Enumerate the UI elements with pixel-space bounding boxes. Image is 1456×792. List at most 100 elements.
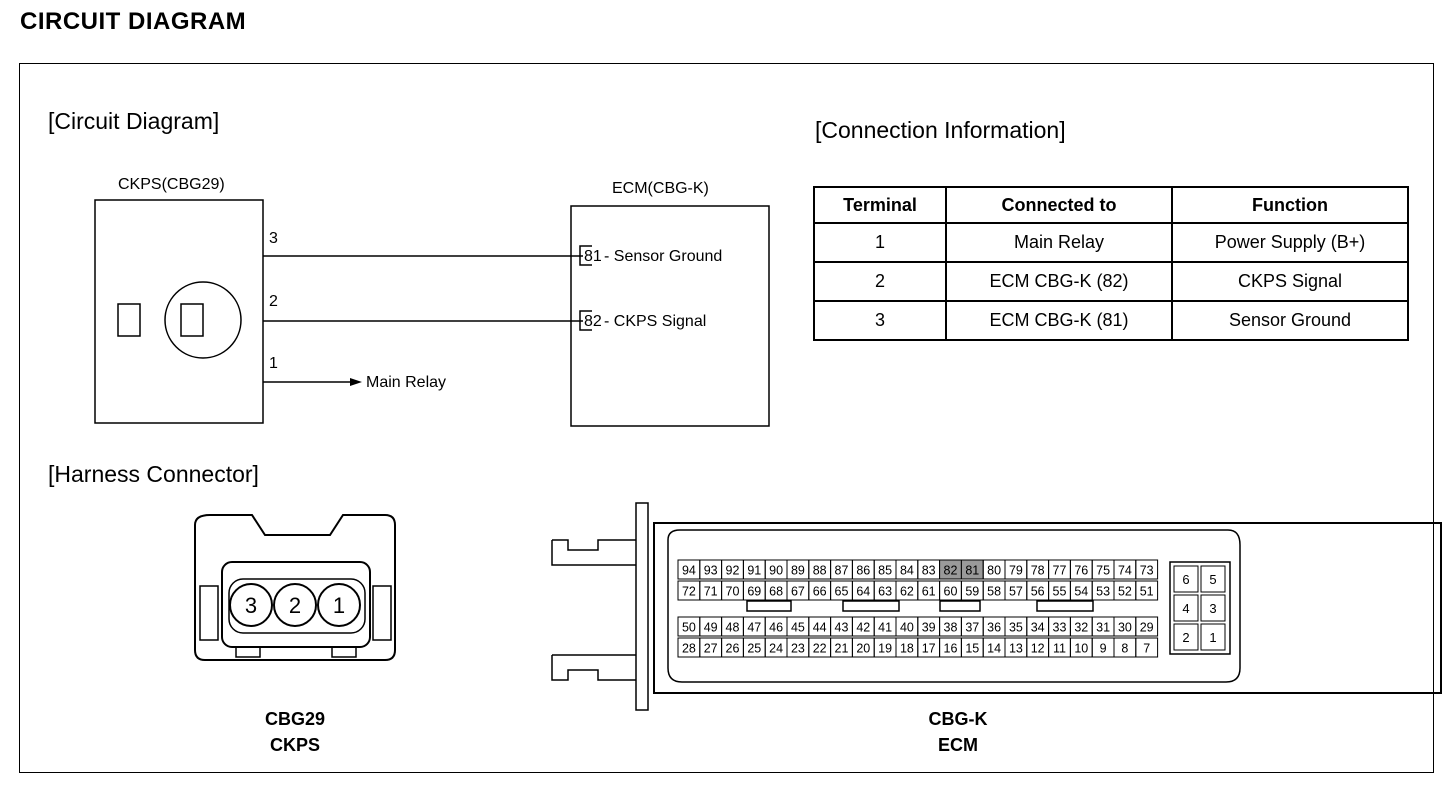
ecm-pin-label: 68 [769,585,783,599]
ckps-sensor-circle [164,281,242,359]
cell-connected-to: ECM CBG-K (81) [945,300,1173,341]
ecm-side-pin-label: 1 [1209,630,1216,645]
ecm-pin-label: 11 [1053,642,1066,656]
ecm-pin-label: 42 [856,621,870,635]
ecm-side-pin-cell [1173,594,1199,622]
ecm-pin-label: 90 [769,564,783,578]
ckps-box-label: CKPS(CBG29) [118,176,225,193]
ecm-pin-label: 76 [1074,564,1088,578]
ecm-side-pin-cell [1173,623,1199,651]
ecm-pin-label: 71 [704,585,718,599]
ecm-connector-caption-code: CBG-K [929,709,988,729]
ecm-pin-label: 30 [1118,621,1132,635]
ecm-pin-label: 93 [704,564,718,578]
ecm-pin-81-bracket [579,245,592,266]
ckps-harness-connector: 3 2 1 [194,514,396,661]
ecm-side-pin-label: 5 [1209,572,1216,587]
ckps-connector-caption-name: CKPS [270,735,320,755]
ecm-side-pin-cell [1200,565,1226,593]
ecm-box [570,205,770,427]
main-relay-arrow-icon [350,378,362,386]
ecm-pin-label: 74 [1118,564,1132,578]
ecm-pin-label: 84 [900,564,914,578]
ecm-pin-label: 63 [878,585,892,599]
ecm-pin-label: 17 [922,642,936,656]
header-terminal: Terminal [813,186,947,224]
ecm-pin-label: 31 [1096,621,1110,635]
ecm-side-pin-label: 4 [1182,601,1189,616]
ecm-pin-cell [1135,616,1159,637]
ecm-pin-label: 16 [944,642,958,656]
ecm-side-pin-label: 3 [1209,601,1216,616]
ecm-side-pin-cell [1200,594,1226,622]
ecm-pin-label: 20 [856,642,870,656]
ecm-pin-label: 67 [791,585,805,599]
ecm-pin-label: 13 [1009,642,1023,656]
circuit-diagram-heading: [Circuit Diagram] [48,108,220,134]
ecm-pin-label: 77 [1053,564,1067,578]
table-header-row: Terminal Connected to Function [813,186,1409,224]
ecm-pin-label: 44 [813,621,827,635]
ecm-side-pin-cell [1173,565,1199,593]
ecm-pin-label: 72 [682,585,696,599]
connection-table: Terminal Connected to Function 1 Main Re… [813,186,1409,341]
ckps-pin-3 [229,583,273,627]
ecm-side-pin-label: 6 [1182,572,1189,587]
ecm-pin-label: 70 [726,585,740,599]
cell-connected-to: ECM CBG-K (82) [945,261,1173,302]
ecm-pin-82-label: - CKPS Signal [604,313,706,330]
ecm-pin-label: 18 [900,642,914,656]
ecm-pin-label: 24 [769,642,783,656]
ecm-pin-label: 22 [813,642,827,656]
ecm-pin-label: 82 [944,564,958,578]
ecm-pin-label: 89 [791,564,805,578]
diagram-frame [19,63,1434,773]
ckps-sensor-element [180,303,204,337]
ecm-pin-label: 14 [987,642,1001,656]
ecm-pin-label: 23 [791,642,805,656]
ecm-pin-label: 38 [944,621,958,635]
cell-function: CKPS Signal [1171,261,1409,302]
ecm-pin-label: 81 [965,564,979,578]
ecm-pin-label: 15 [965,642,979,656]
ecm-pin-label: 34 [1031,621,1045,635]
ecm-pin-label: 65 [835,585,849,599]
ecm-pin-cell [1135,559,1159,580]
ecm-pin-label: 47 [747,621,761,635]
ecm-pin-label: 51 [1140,585,1154,599]
cell-connected-to: Main Relay [945,222,1173,263]
ecm-pin-label: 8 [1121,642,1128,656]
ecm-pin-cell [1135,637,1159,658]
ecm-pin-label: 36 [987,621,1001,635]
cell-terminal: 1 [813,222,947,263]
ecm-pin-label: 73 [1140,564,1154,578]
harness-connector-heading: [Harness Connector] [48,461,259,487]
ecm-pin-label: 25 [747,642,761,656]
ecm-pin-label: 79 [1009,564,1023,578]
ecm-pin-label: 46 [769,621,783,635]
ecm-pin-label: 39 [922,621,936,635]
ckps-pin-3-label: 3 [245,593,257,618]
table-row: 1 Main Relay Power Supply (B+) [813,222,1409,263]
ecm-pin-label: 9 [1100,642,1107,656]
ecm-pin-label: 12 [1031,642,1045,656]
ecm-pin-label: 52 [1118,585,1132,599]
wire-1-terminal-label: 1 [269,355,278,372]
ecm-pin-label: 28 [682,642,696,656]
ecm-pin-label: 19 [878,642,892,656]
connection-info-heading: [Connection Information] [815,117,1066,143]
ecm-pin-label: 59 [965,585,979,599]
ecm-side-pin-cell [1200,623,1226,651]
ecm-pin-label: 60 [944,585,958,599]
ecm-pin-label: 49 [704,621,718,635]
ecm-pin-label: 32 [1074,621,1088,635]
ecm-pin-label: 78 [1031,564,1045,578]
ecm-pin-label: 57 [1009,585,1023,599]
ecm-pin-81-number: 81 [584,248,602,265]
ecm-pin-label: 66 [813,585,827,599]
ecm-pin-label: 53 [1096,585,1110,599]
ecm-pin-label: 55 [1053,585,1067,599]
header-function: Function [1171,186,1409,224]
